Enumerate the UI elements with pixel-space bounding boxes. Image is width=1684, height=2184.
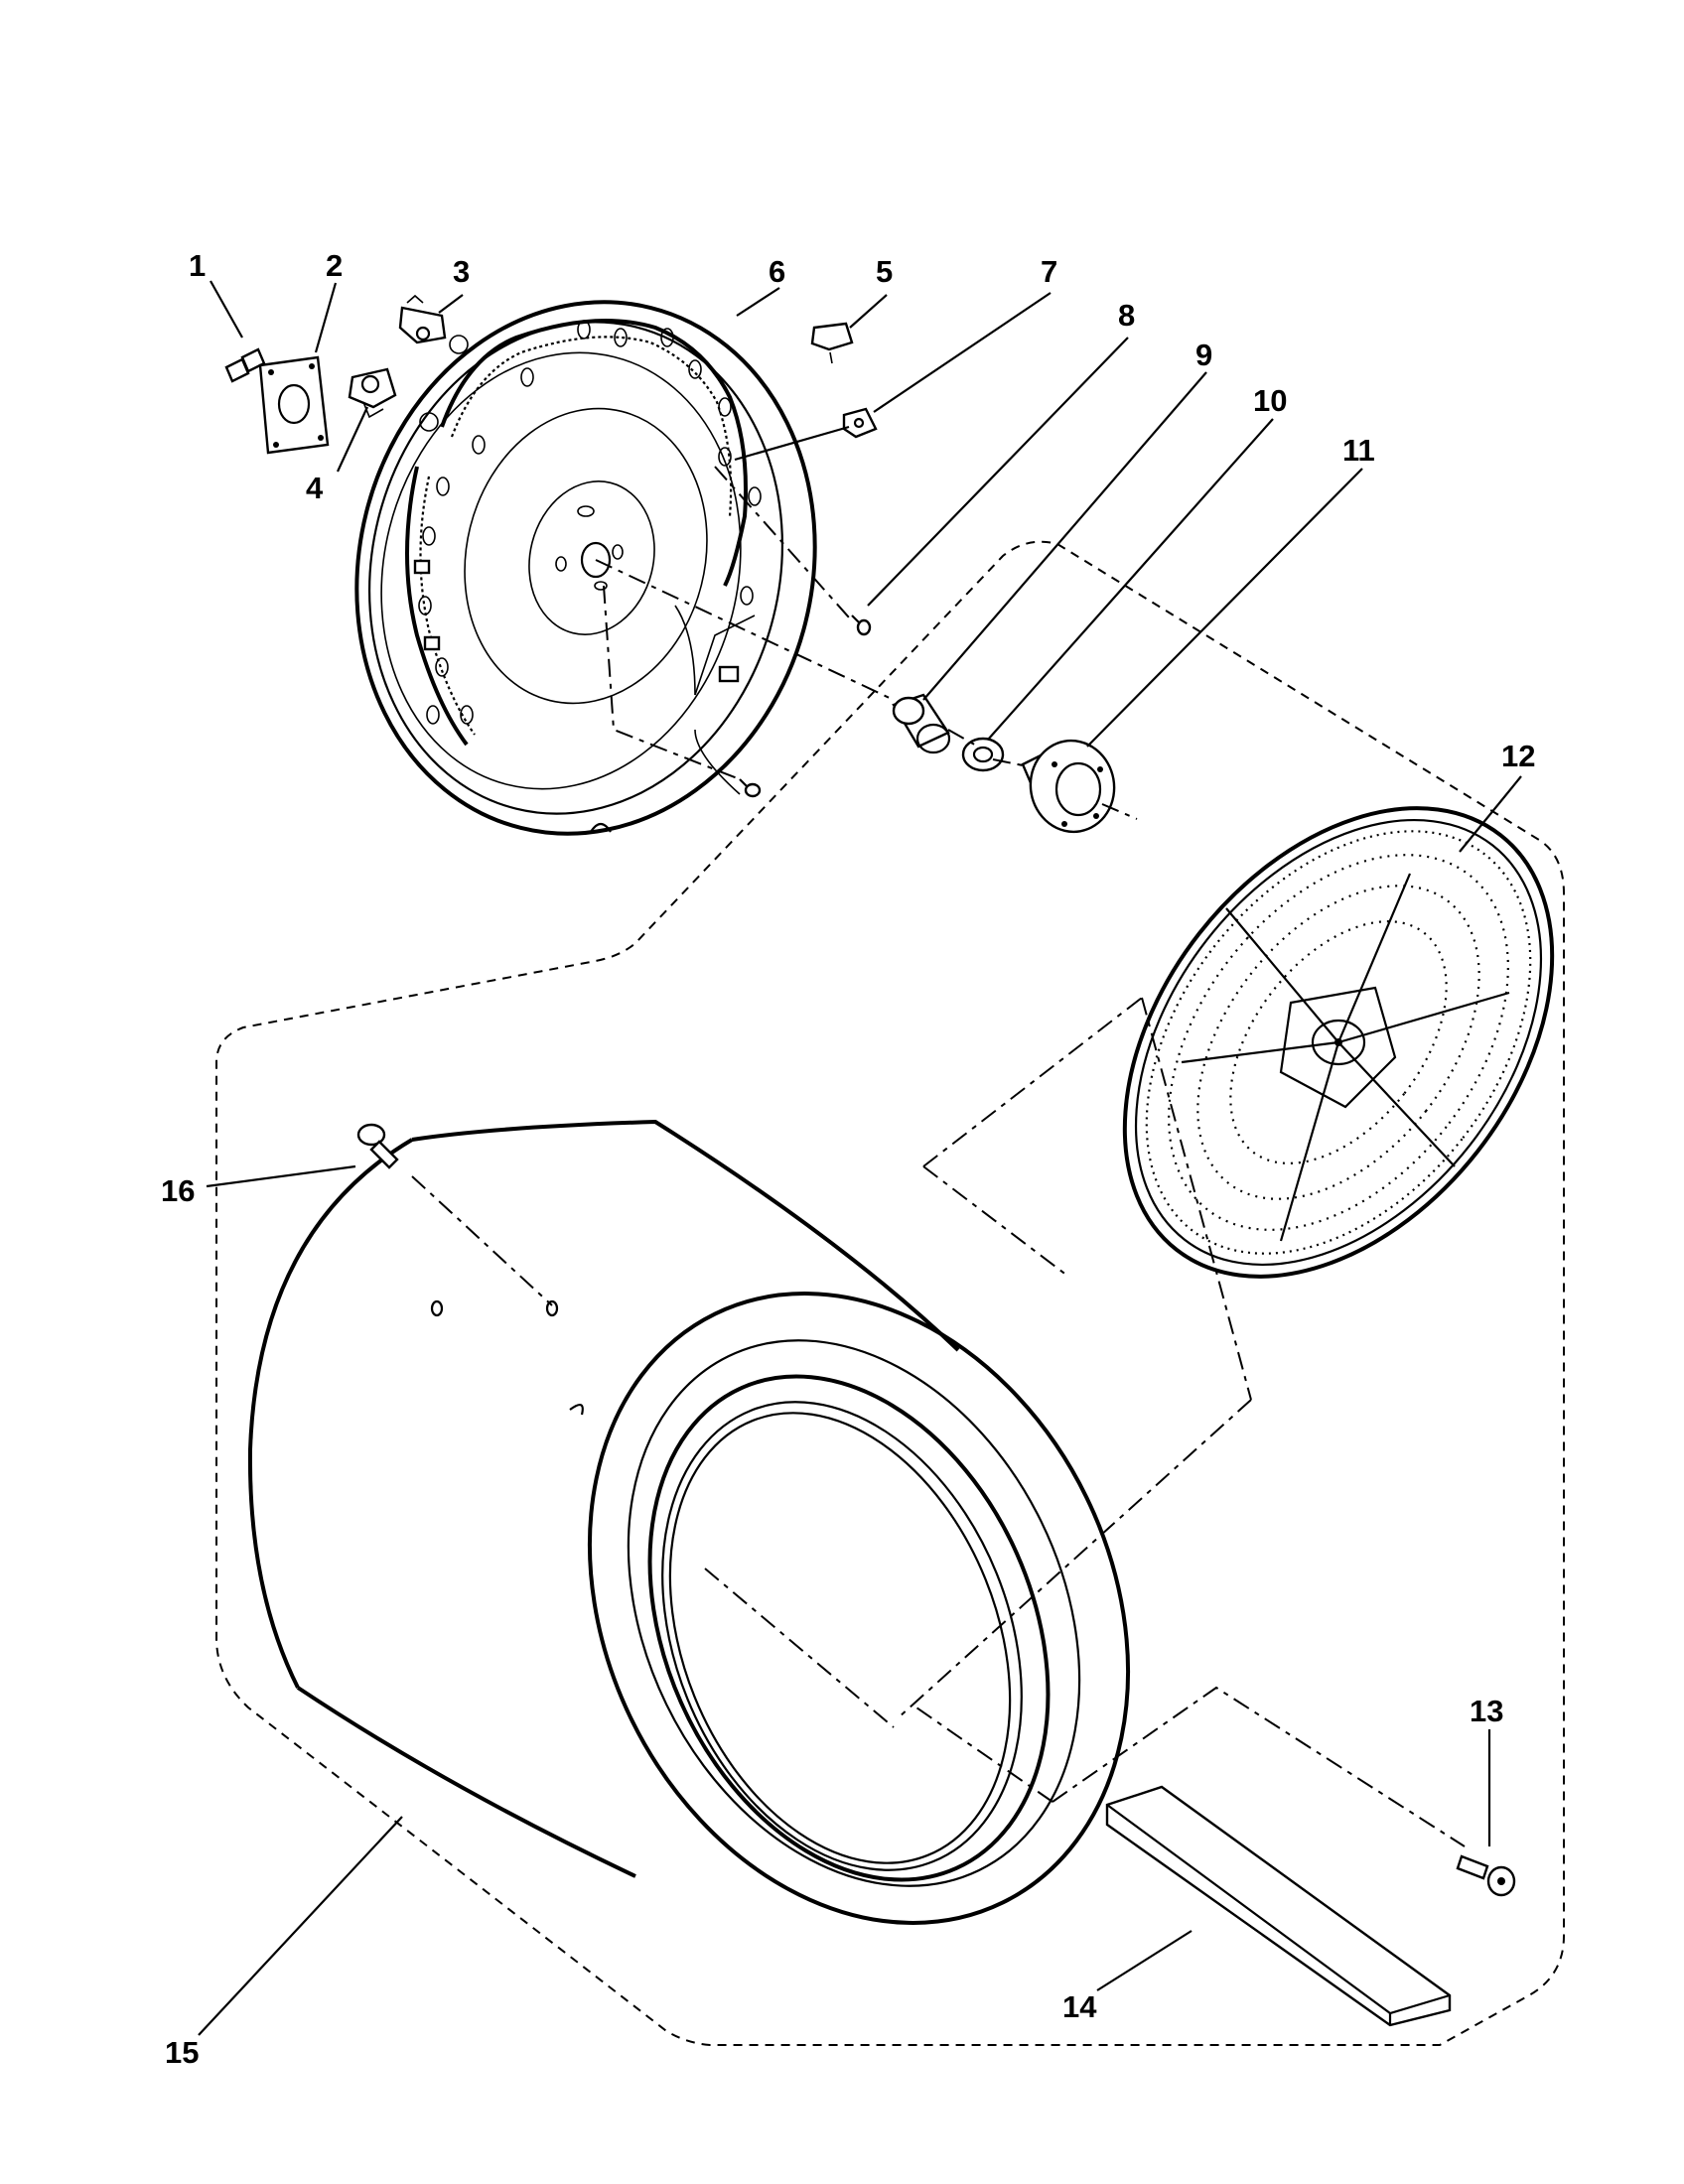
callout-10: 10	[1253, 383, 1287, 418]
callout-11: 11	[1342, 433, 1375, 468]
drum-group-outline	[215, 540, 1565, 2046]
front-panel-dash	[898, 997, 1252, 1718]
callout-5: 5	[876, 254, 893, 289]
part-12-drum-back	[1122, 806, 1555, 1279]
callout-4: 4	[306, 471, 324, 505]
callout-labels: 1 2 3 4 5 6 7 8 9 10 11 12 13 14 15 16	[161, 248, 1535, 2070]
baffle-dash	[912, 1686, 1466, 1847]
callout-7: 7	[1041, 254, 1057, 289]
callout-8: 8	[1118, 298, 1135, 333]
part-7-leader-arrow	[734, 425, 850, 462]
callout-2: 2	[326, 248, 343, 283]
part-8-screw	[851, 614, 872, 636]
rear-drum-head	[354, 300, 817, 836]
part-16-screw	[356, 1123, 553, 1306]
callout-14: 14	[1062, 1989, 1097, 2024]
bracket-axis-line	[714, 466, 850, 618]
callout-1: 1	[189, 248, 206, 283]
drum-front-dash	[704, 1568, 895, 1728]
part-13-screw	[1456, 1854, 1516, 1897]
assembly-axis-line	[595, 559, 1138, 820]
part-7-bracket	[842, 407, 878, 439]
part-14-baffle	[1105, 1785, 1452, 2027]
callout-3: 3	[453, 254, 470, 289]
callout-13: 13	[1470, 1694, 1503, 1728]
callout-9: 9	[1195, 338, 1212, 372]
part-9-bearing	[892, 693, 951, 754]
callout-15: 15	[165, 2035, 199, 2070]
callout-16: 16	[161, 1173, 195, 1208]
part-10-washer	[961, 737, 1005, 772]
bulkhead-screw	[739, 778, 762, 798]
leader-lines	[198, 280, 1522, 2036]
screw-axis-line	[603, 585, 741, 780]
part-5-fuse	[810, 322, 854, 364]
part-3-thermostat	[398, 294, 447, 344]
callout-6: 6	[769, 254, 785, 289]
part-2-plate	[258, 355, 330, 455]
part-4-thermostat	[348, 367, 397, 419]
drum	[247, 1119, 1131, 1925]
part-1-clip	[224, 347, 266, 383]
callout-12: 12	[1501, 739, 1535, 773]
part-11-shaft	[1021, 739, 1116, 834]
